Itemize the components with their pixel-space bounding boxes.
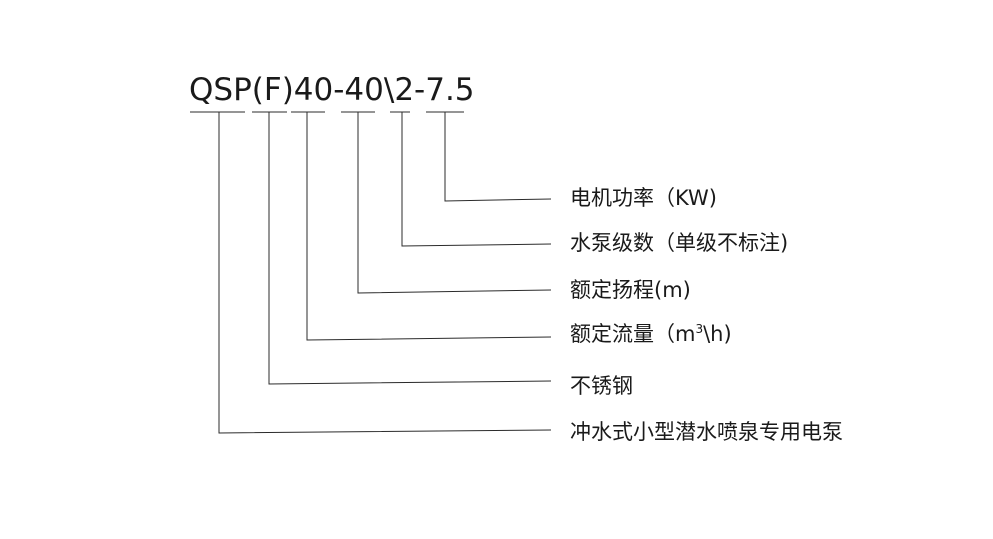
leader-motor-power [444, 112, 552, 202]
label-rated-flow-prefix: 额定流量（m [570, 322, 696, 346]
label-motor-power: 电机功率（KW) [570, 186, 717, 210]
label-stainless-steel: 不锈钢 [570, 374, 633, 398]
label-pump-type: 冲水式小型潜水喷泉专用电泵 [570, 420, 843, 444]
leader-pump-stages [401, 112, 552, 247]
model-code-title: QSP(F)40-40\2-7.5 [189, 72, 475, 108]
leader-stainless-steel [268, 112, 552, 385]
label-rated-head: 额定扬程(m) [570, 278, 691, 302]
label-pump-stages: 水泵级数（单级不标注) [570, 231, 789, 255]
leader-rated-head [357, 112, 552, 294]
label-rated-flow: 额定流量（m3\h) [570, 320, 732, 348]
leader-rated-flow [306, 112, 552, 341]
label-rated-flow-superscript: 3 [695, 322, 704, 336]
label-rated-flow-suffix: \h) [703, 322, 732, 346]
leader-pump-type [218, 112, 552, 434]
